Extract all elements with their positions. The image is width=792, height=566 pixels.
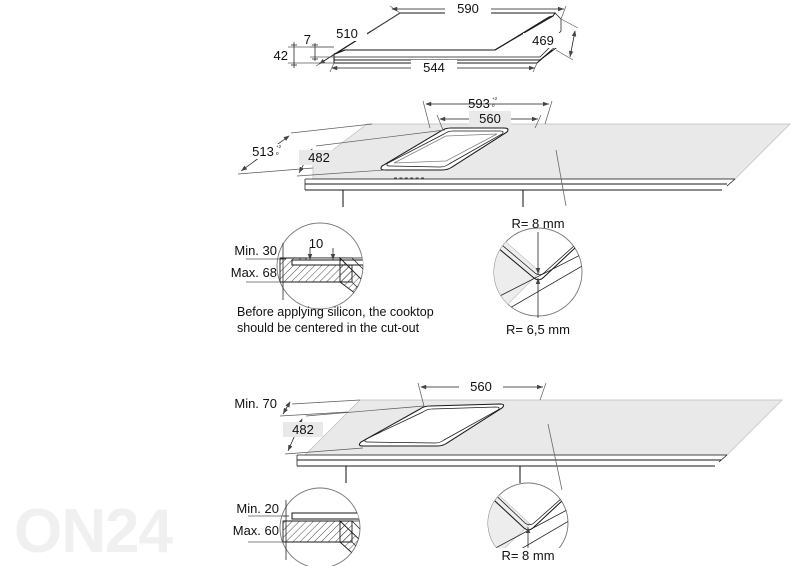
dim-overall-width: 590 (457, 1, 479, 16)
worktop-front-right (726, 178, 736, 187)
dim-overall-depth: 469 (532, 33, 554, 48)
view-cutout-standard: 560 Min. 70 482 (234, 379, 783, 491)
silicon-note-line2: should be centered in the cut-out (237, 321, 420, 335)
callout-radius-outer-flush: R= 8 mm (511, 216, 564, 231)
worktop-front-right-2 (718, 454, 728, 463)
dim-worktop-thickness-max-flush: Max. 68 (231, 265, 277, 280)
dim-cutout-depth-standard: 482 (292, 422, 314, 437)
view-worktop-thickness-flush: Min. 30 Max. 68 10 (231, 222, 364, 310)
leader-radius-outer (555, 149, 567, 207)
worktop-surface-flush (312, 123, 791, 180)
detail-content-radius-flush (494, 228, 582, 316)
dim-cutout-width-standard: 560 (470, 379, 492, 394)
watermark-text: ON24 (14, 497, 173, 566)
view-appliance-outline: 590 510 469 544 7 42 (274, 1, 579, 75)
callout-radius-standard: R= 8 mm (501, 548, 554, 563)
dim-cutout-depth-tol-lower: 0 (276, 151, 279, 156)
corner-line-inner (494, 228, 582, 276)
dim-worktop-thickness-min-standard: Min. 20 (236, 501, 279, 516)
corner-line-band2 (495, 257, 582, 316)
dim-recess-ledge-width: 10 (309, 236, 323, 251)
cooktop-glass-band (333, 33, 557, 61)
cooktop-glass-band-line (334, 40, 557, 58)
dim-total-height: 42 (274, 48, 288, 63)
worktop-surface-standard (304, 399, 783, 456)
dim-cutout-depth-flush: 482 (308, 150, 330, 165)
cutout-opening-flush (380, 127, 509, 171)
detail-circle-thickness-flush (276, 222, 364, 310)
dim-cutout-width-tolerance: 593 (468, 96, 490, 111)
dim-worktop-thickness-max-standard: Max. 60 (233, 523, 279, 538)
cooktop-body-right (539, 45, 557, 61)
dim-cutout-width-flush: 560 (479, 111, 501, 126)
detail-content-thickness-standard (282, 512, 360, 564)
callout-radius-inner-flush: R= 6,5 mm (506, 322, 570, 337)
silicon-note-line1: Before applying silicon, the cooktop (237, 305, 434, 319)
callout-radius-standard-group: R= 8 mm (494, 548, 564, 564)
view-worktop-thickness-standard: Min. 20 Max. 60 (233, 487, 361, 566)
watermark-on24: ON24 (14, 497, 174, 566)
corner-line-inner-2 (488, 483, 568, 526)
detail-content-thickness-flush (279, 256, 363, 301)
view-cutout-flush: 593 +2 0 560 513 +2 0 482 (237, 96, 791, 207)
corner-line-band (494, 247, 582, 301)
dim-glass-thickness: 7 (304, 32, 311, 47)
detail-corner-radius-flush: R= 8 mm R= 6,5 mm (493, 216, 583, 337)
dim-cutout-width-tol-lower: 0 (492, 103, 495, 108)
dim-top-glass-depth: 510 (336, 26, 358, 41)
dim-cutout-width-tol-upper: +2 (492, 96, 498, 101)
cutout-ledge-flush (393, 133, 498, 164)
cutout-opening-inner-flush (386, 130, 504, 168)
cutout-opening-standard (358, 403, 505, 447)
radius-surface-left (494, 228, 541, 316)
leader-radius-standard (547, 423, 563, 491)
cooktop-slab-standard (291, 512, 360, 520)
cutout-opening-inner-standard (364, 406, 500, 444)
dim-rear-clearance-min: Min. 70 (234, 396, 277, 411)
dim-body-width: 544 (423, 60, 445, 75)
detail-circle-thickness-standard (279, 487, 361, 566)
silicon-note: Before applying silicon, the cooktop sho… (237, 305, 434, 335)
dim-cutout-depth-tol-upper: +2 (276, 144, 282, 149)
dim-worktop-thickness-min-flush: Min. 30 (234, 243, 277, 258)
dim-cutout-depth-tolerance: 513 (252, 144, 274, 159)
